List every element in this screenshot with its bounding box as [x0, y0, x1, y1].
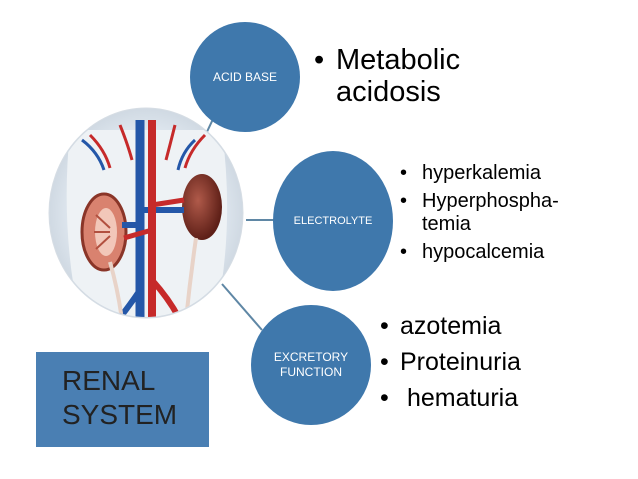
bullet-item: • hyperkalemia: [400, 162, 541, 184]
excretory-label-line1: EXCRETORY: [273, 350, 349, 364]
bullet-item: • azotemia: [380, 308, 590, 344]
bullet-dot-icon: •: [380, 384, 389, 412]
bullet-item: • Metabolic acidosis: [314, 44, 461, 108]
acid-base-label: ACID BASE: [212, 69, 278, 84]
bullet-dot-icon: •: [314, 44, 325, 76]
bullet-item: • Proteinuria: [380, 344, 590, 380]
electrolyte-node: ELECTROLYTE: [273, 151, 393, 291]
bullet-dot-icon: •: [400, 190, 408, 212]
bullet-item: • hypocalcemia: [400, 241, 545, 263]
bullet-item: • Hyperphospha-temia: [400, 190, 559, 235]
bullet-item: • hematuria: [380, 380, 590, 416]
excretory-label-line2: FUNCTION: [280, 365, 342, 379]
title-line-2: SYSTEM: [62, 399, 178, 430]
acid-base-bullets: • Metabolic acidosis: [314, 44, 514, 108]
bullet-dot-icon: •: [380, 312, 389, 340]
acid-base-node: ACID BASE: [190, 22, 300, 132]
title-line-1: RENAL: [62, 365, 156, 396]
bullet-dot-icon: •: [380, 348, 389, 376]
connector-excretory: [221, 283, 263, 331]
electrolyte-bullets: • hyperkalemia • Hyperphospha-temia • hy…: [400, 162, 590, 264]
bullet-dot-icon: •: [400, 162, 408, 184]
bullet-dot-icon: •: [400, 241, 408, 263]
renal-system-title-box: RENAL SYSTEM: [36, 352, 209, 447]
excretory-bullets: • azotemia • Proteinuria • hematuria: [380, 308, 590, 416]
excretory-function-node: EXCRETORY FUNCTION: [251, 305, 371, 425]
electrolyte-label: ELECTROLYTE: [293, 214, 373, 227]
